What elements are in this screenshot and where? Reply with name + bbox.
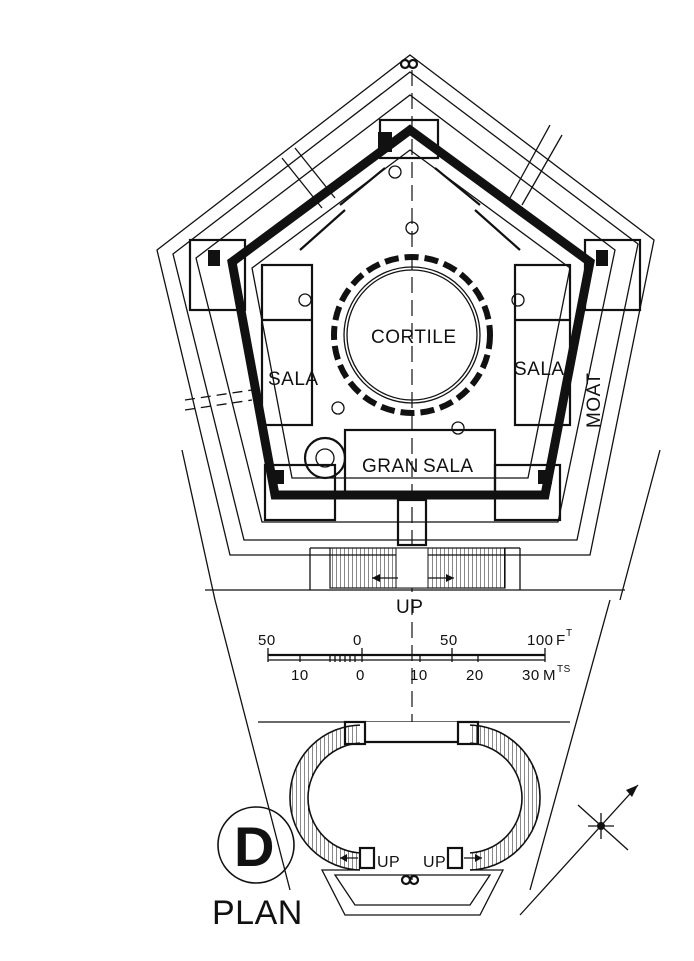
plan-title: PLAN [212,894,303,932]
scale-feet-tick: 50 [440,632,458,649]
scale-meter-unit-sup: TS [557,664,571,675]
up-left-label: UP [377,854,400,871]
scale-meter-tick: 0 [356,667,365,684]
north-arrow-icon [519,784,639,916]
scale-feet-unit: F [556,632,566,649]
interior-rooms [260,165,572,494]
gran-label: GRAN [362,456,419,477]
up-center-label: UP [396,597,423,618]
axis-symbol-icon [400,874,420,886]
entrance-steps [309,498,521,590]
scale-feet-unit-sup: T [566,628,573,639]
moat-label: MOAT [584,373,605,428]
sala-right-label: SALA [514,359,565,380]
sala-left-label: SALA [268,369,319,390]
approach-outline [181,449,661,916]
scale-bar: 50 0 50 100 F T 10 0 10 20 30 M TS [258,628,573,684]
scale-meter-tick: 30 [522,667,540,684]
gran-sala-label: SALA [423,456,474,477]
scale-meter-tick: 20 [466,667,484,684]
scale-meter-tick: 10 [410,667,428,684]
oval-staircase [289,720,541,874]
plan-letter-badge: D [217,806,295,884]
up-right-label: UP [423,854,446,871]
scale-feet-tick: 100 [527,632,554,649]
axis-symbol-icon [399,58,419,70]
scale-meter-unit: M [543,667,556,684]
scale-feet-tick: 0 [353,632,362,649]
plan-letter: D [234,815,275,878]
scale-meter-tick: 10 [291,667,309,684]
scale-feet-tick: 50 [258,632,276,649]
cortile-label: CORTILE [371,327,457,348]
fortress-walls [188,118,642,522]
